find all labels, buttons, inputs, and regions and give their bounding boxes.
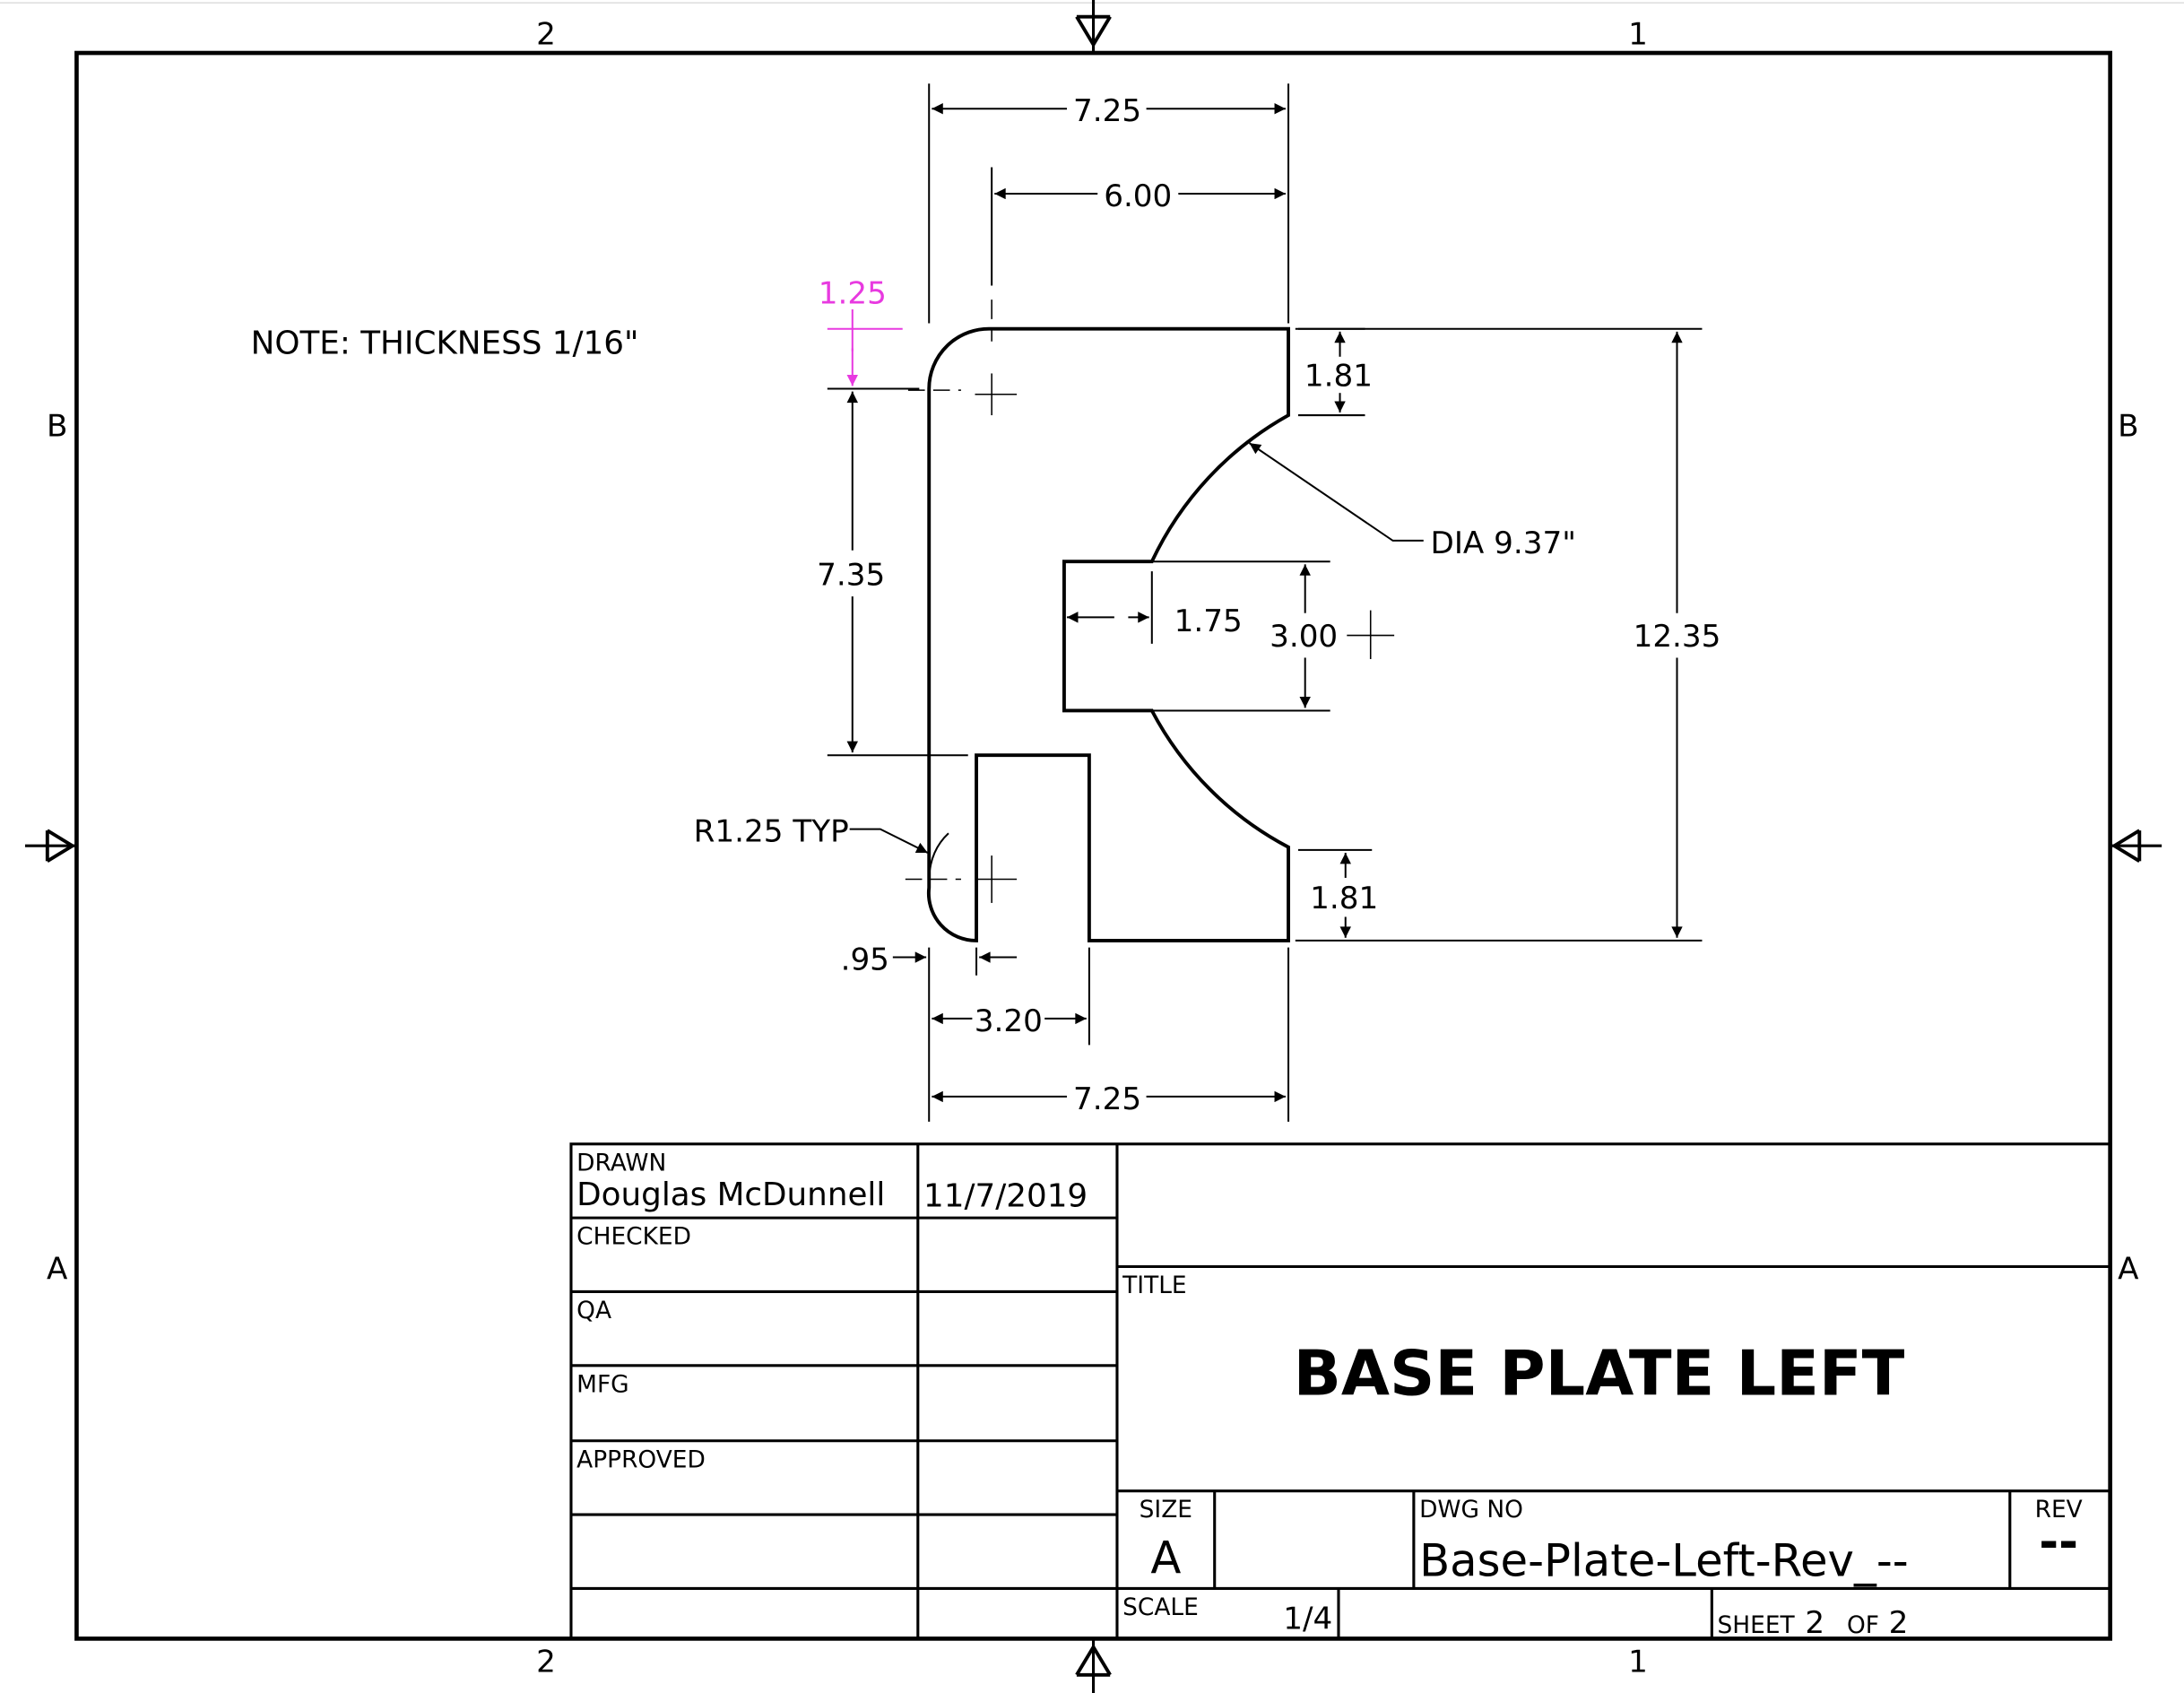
scale-value: 1/4 [1283,1602,1332,1637]
zone-left-b: B [47,408,67,444]
dim-tab-width: 3.20 [975,1003,1043,1039]
thickness-note: NOTE: THICKNESS 1/16" [251,326,639,362]
dim-bottom-notch: 1.81 [1310,881,1378,916]
drawn-name: Douglas McDunnell [576,1176,885,1213]
centering-marks [45,14,2142,1677]
dim-overall-height: 12.35 [1634,619,1721,655]
zone-bottom-2: 2 [536,1645,556,1680]
drawn-label: DRAWN [576,1149,666,1176]
sheet-value: 2 [1805,1605,1824,1641]
dim-left-height: 7.35 [817,558,885,594]
mfg-label: MFG [576,1370,628,1398]
dim-bottom-width: 7.25 [1073,1081,1141,1117]
checked-label: CHECKED [576,1223,691,1251]
dim-corner-offset: 1.25 [819,276,887,312]
zone-left-a: A [47,1251,68,1287]
rev-label: REV [2035,1496,2083,1524]
sheets-value: 2 [1889,1605,1909,1641]
drawn-date: 11/7/2019 [923,1178,1088,1215]
center-marks [905,300,1395,903]
dim-diameter: DIA 9.37" [1431,525,1576,561]
zone-right-b: B [2118,408,2138,444]
dim-inner-width: 6.00 [1104,178,1172,214]
dimension-lines [827,83,1703,1122]
part-outline [926,326,1290,942]
size-value: A [1150,1532,1181,1584]
title-block-grid [569,1142,2112,1640]
dwg-no-label: DWG NO [1419,1496,1523,1524]
sheet-label: SHEET [1718,1611,1796,1639]
qa-label: QA [576,1297,611,1324]
drawing-title: BASE PLATE LEFT [1294,1337,1905,1410]
dim-gap: .95 [841,942,889,978]
title-label: TITLE [1122,1272,1186,1299]
dim-slot-height: 3.00 [1270,619,1338,655]
of-label: OF [1847,1611,1879,1639]
zone-right-a: A [2118,1251,2139,1287]
dim-top-notch: 1.81 [1304,358,1373,394]
rev-value: -- [2039,1515,2078,1569]
highlight-dimension [827,308,903,386]
dwg-no-value: Base-Plate-Left-Rev_-- [1419,1534,1909,1586]
dim-top-width: 7.25 [1073,93,1141,129]
size-label: SIZE [1140,1496,1192,1524]
zone-bottom-1: 1 [1628,1645,1648,1680]
dim-slot-depth: 1.75 [1174,603,1243,639]
zone-top-2: 2 [536,17,556,53]
approved-label: APPROVED [576,1446,706,1473]
scale-label: SCALE [1122,1593,1199,1621]
dim-radius: R1.25 TYP [694,814,849,850]
zone-top-1: 1 [1628,17,1648,53]
